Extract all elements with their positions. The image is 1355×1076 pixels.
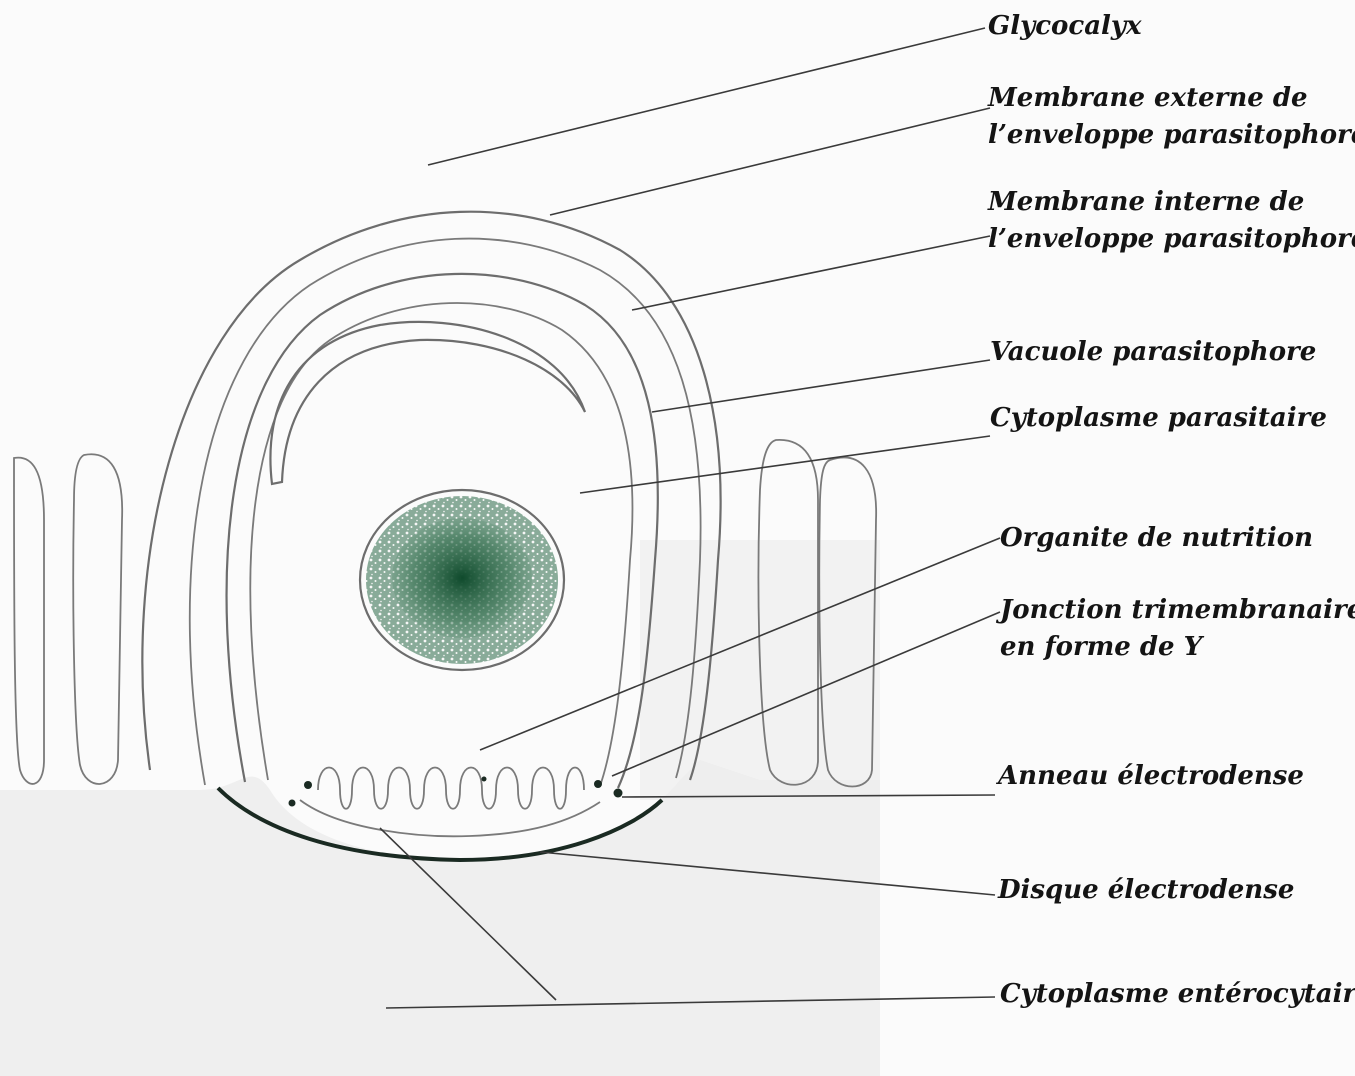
- label-jonction-line2: en forme de Y: [1000, 629, 1355, 666]
- label-jonction-line1: Jonction trimembranaire: [1000, 592, 1355, 629]
- organite-dot: [482, 777, 487, 782]
- anneau-dot-right-1: [594, 780, 602, 788]
- crescent-organelle: [270, 322, 585, 484]
- label-organite: Organite de nutrition: [1000, 520, 1313, 557]
- nucleolus: [392, 518, 532, 638]
- leader-cytoplasme-parasitaire: [580, 436, 990, 493]
- feeder-organelle-base: [300, 800, 600, 836]
- label-organite-text: Organite de nutrition: [1000, 520, 1313, 557]
- anneau-dot-left-1: [304, 781, 312, 789]
- label-membrane-externe-line1: Membrane externe de: [988, 80, 1355, 117]
- label-disque-text: Disque électrodense: [998, 872, 1294, 909]
- label-glycocalyx: Glycocalyx: [988, 8, 1142, 45]
- label-membrane-interne-line1: Membrane interne de: [988, 184, 1355, 221]
- label-jonction: Jonction trimembranaire en forme de Y: [1000, 592, 1355, 666]
- label-anneau-text: Anneau électrodense: [998, 758, 1304, 795]
- leader-membrane-interne: [632, 236, 990, 310]
- anneau-dot-left-2: [289, 800, 296, 807]
- label-vacuole: Vacuole parasitophore: [990, 334, 1316, 371]
- leader-glycocalyx: [428, 28, 985, 165]
- label-cytoplasme-enterocytaire-text: Cytoplasme entérocytaire: [1000, 976, 1355, 1013]
- label-anneau: Anneau électrodense: [998, 758, 1304, 795]
- feeder-organelle-folds: [318, 768, 584, 809]
- label-vacuole-text: Vacuole parasitophore: [990, 334, 1316, 371]
- label-cytoplasme-enterocytaire: Cytoplasme entérocytaire: [1000, 976, 1355, 1013]
- label-membrane-externe-line2: l’enveloppe parasitophore: [988, 117, 1355, 154]
- leader-membrane-externe: [550, 108, 990, 215]
- label-disque: Disque électrodense: [998, 872, 1294, 909]
- enterocyte-cytoplasm: [0, 760, 880, 1076]
- anneau-dot-right-2: [614, 789, 623, 798]
- label-cytoplasme-parasitaire: Cytoplasme parasitaire: [990, 400, 1327, 437]
- label-glycocalyx-text: Glycocalyx: [988, 8, 1142, 45]
- label-cytoplasme-parasitaire-text: Cytoplasme parasitaire: [990, 400, 1327, 437]
- label-membrane-externe: Membrane externe de l’enveloppe parasito…: [988, 80, 1355, 154]
- microvillus-left-2: [73, 454, 122, 784]
- label-membrane-interne: Membrane interne de l’enveloppe parasito…: [988, 184, 1355, 258]
- label-membrane-interne-line2: l’enveloppe parasitophore: [988, 221, 1355, 258]
- microvillus-left-1: [14, 458, 44, 784]
